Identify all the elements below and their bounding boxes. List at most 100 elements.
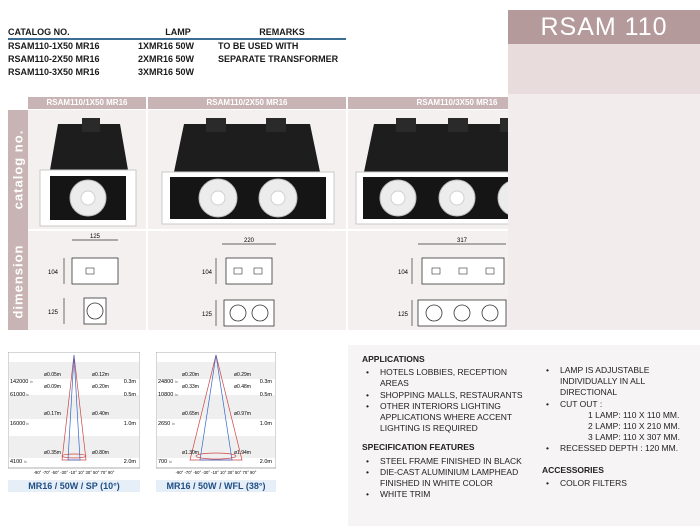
- lamp-outline: [251, 304, 269, 322]
- right-diameter: ø0.29m: [234, 372, 251, 378]
- left-diameter: ø0.05m: [44, 372, 61, 378]
- right-accent-column: [508, 94, 700, 330]
- header-remarks: REMARKS: [259, 27, 305, 37]
- left-diameter: ø0.35m: [44, 450, 61, 456]
- lux-value: 16000: [10, 421, 25, 427]
- catalog-table: CATALOG NO. LAMP REMARKS RSAM110-1X50 MR…: [8, 26, 346, 79]
- lamp-outline: [481, 304, 499, 322]
- angle-axis: -90° -70° -50° -30° -10° 10° 30° 50° 70°…: [34, 470, 115, 475]
- lux-unit: lx: [26, 392, 29, 397]
- catalog-no: RSAM110-2X50 MR16: [8, 54, 100, 64]
- applications-section: APPLICATIONS HOTELS LOBBIES, RECEPTION A…: [362, 354, 534, 501]
- catalog-header: CATALOG NO. LAMP REMARKS: [8, 26, 346, 40]
- lux-unit: lx: [30, 379, 33, 384]
- list-item: SHOPPING MALLS, RESTAURANTS: [362, 390, 534, 401]
- remarks: [218, 66, 346, 79]
- connector-block: [396, 118, 416, 132]
- applications-heading: APPLICATIONS: [362, 354, 425, 364]
- lamp-outline: [86, 302, 104, 320]
- lamp: 1XMR16 50W: [138, 41, 195, 51]
- table-row: RSAM110-3X50 MR16 3XMR16 50W: [8, 66, 346, 79]
- chart-band: [157, 362, 275, 379]
- list-item: COLOR FILTERS: [542, 478, 698, 489]
- product-header-2: RSAM110/2X50 MR16: [148, 97, 346, 109]
- list-item: RECESSED DEPTH : 120 MM.: [542, 443, 698, 454]
- beam-spot: [61, 453, 87, 459]
- width-dim: 317: [457, 238, 468, 244]
- accent-block: [508, 44, 700, 94]
- connector-outline: [485, 267, 495, 275]
- right-diameter: ø1.94m: [234, 450, 251, 456]
- dimension-drawing-3: 317 104 125: [398, 238, 507, 327]
- right-diameter: ø0.97m: [234, 411, 251, 417]
- table-row: RSAM110-2X50 MR16 2XMR16 50W SEPARATE TR…: [8, 53, 346, 66]
- dimension-drawing-1: 125 104 125: [48, 234, 119, 325]
- beam-chart-sp: 142000 lx 0.3m ø0.05m ø0.12m 61000 lx 0.…: [8, 352, 140, 475]
- list-item: CUT OUT :: [542, 399, 698, 410]
- list-item: DIE-CAST ALUMINIUM LAMPHEAD FINISHED IN …: [362, 467, 534, 489]
- title-band: [508, 10, 700, 44]
- connector-block: [206, 118, 226, 132]
- lamp-lens: [390, 190, 406, 206]
- connector-outline: [233, 267, 243, 275]
- lamp: 3XMR16 50W: [138, 67, 195, 77]
- catalog-side-label: catalog no.: [8, 110, 28, 228]
- side-view: [71, 257, 119, 285]
- height-dim: 104: [48, 270, 59, 276]
- lux-value: 2650: [158, 421, 170, 427]
- lamp: 2XMR16 50W: [138, 54, 195, 64]
- chart-band: [157, 436, 275, 458]
- row-divider: [28, 229, 566, 231]
- features-section: LAMP IS ADJUSTABLE INDIVIDUALLY IN ALL D…: [542, 365, 698, 489]
- list-item: HOTELS LOBBIES, RECEPTION AREAS: [362, 367, 534, 389]
- product-photo-2: [161, 118, 335, 225]
- chart-band: [9, 436, 139, 458]
- housing-top: [364, 124, 548, 172]
- distance-value: 2.0m: [260, 459, 273, 465]
- lux-value: 142000: [10, 379, 28, 385]
- list-item: STEEL FRAME FINISHED IN BLACK: [362, 456, 534, 467]
- lux-unit: lx: [172, 421, 175, 426]
- lux-value: 24800: [158, 379, 173, 385]
- beam-caption-sp: MR16 / 50W / SP (10°): [8, 480, 140, 492]
- connector-block: [448, 118, 468, 132]
- lux-unit: lx: [26, 421, 29, 426]
- list-item: LAMP IS ADJUSTABLE INDIVIDUALLY IN ALL D…: [542, 365, 698, 399]
- height-dim: 104: [202, 270, 213, 276]
- connector-outline: [253, 267, 263, 275]
- header-lamp: LAMP: [165, 27, 191, 37]
- lamp-lens: [210, 190, 226, 206]
- lux-unit: lx: [175, 392, 178, 397]
- beam-cone-inner: [67, 354, 81, 461]
- lux-unit: lx: [169, 459, 172, 464]
- page-title: RSAM 110: [540, 13, 668, 41]
- depth-dim: 125: [398, 312, 409, 318]
- lux-value: 10800: [158, 392, 173, 398]
- top-view: [223, 299, 275, 327]
- distance-value: 0.3m: [260, 379, 273, 385]
- right-diameter: ø0.80m: [92, 450, 109, 456]
- lamp-outline: [425, 304, 443, 322]
- top-view: [83, 297, 107, 325]
- grid-sidebar: [8, 110, 28, 330]
- cutout-item: 2 LAMP: 110 X 210 MM.: [588, 421, 680, 432]
- width-dim: 220: [244, 238, 255, 244]
- cutout-item: 1 LAMP: 110 X 110 MM.: [588, 409, 680, 420]
- chart-band: [9, 362, 139, 379]
- dimension-side-label: dimension: [8, 232, 28, 330]
- left-diameter: ø0.20m: [182, 372, 199, 378]
- accessories-heading: ACCESSORIES: [542, 464, 604, 475]
- lux-value: 4100: [10, 459, 22, 465]
- depth-dim: 125: [48, 310, 59, 316]
- connector-block: [82, 118, 100, 132]
- angle-axis: -90° -70° -50° -30° -10° 10° 30° 50° 70°…: [176, 470, 257, 475]
- chart-band: [9, 395, 139, 419]
- left-diameter: ø0.09m: [44, 384, 61, 390]
- lux-value: 700: [158, 459, 167, 465]
- trim-opening: [170, 177, 326, 219]
- remarks: SEPARATE TRANSFORMER: [218, 54, 339, 64]
- table-row: RSAM110-1X50 MR16 1XMR16 50W TO BE USED …: [8, 40, 346, 53]
- distance-value: 1.0m: [260, 421, 273, 427]
- left-diameter: ø0.17m: [44, 411, 61, 417]
- lux-unit: lx: [24, 459, 27, 464]
